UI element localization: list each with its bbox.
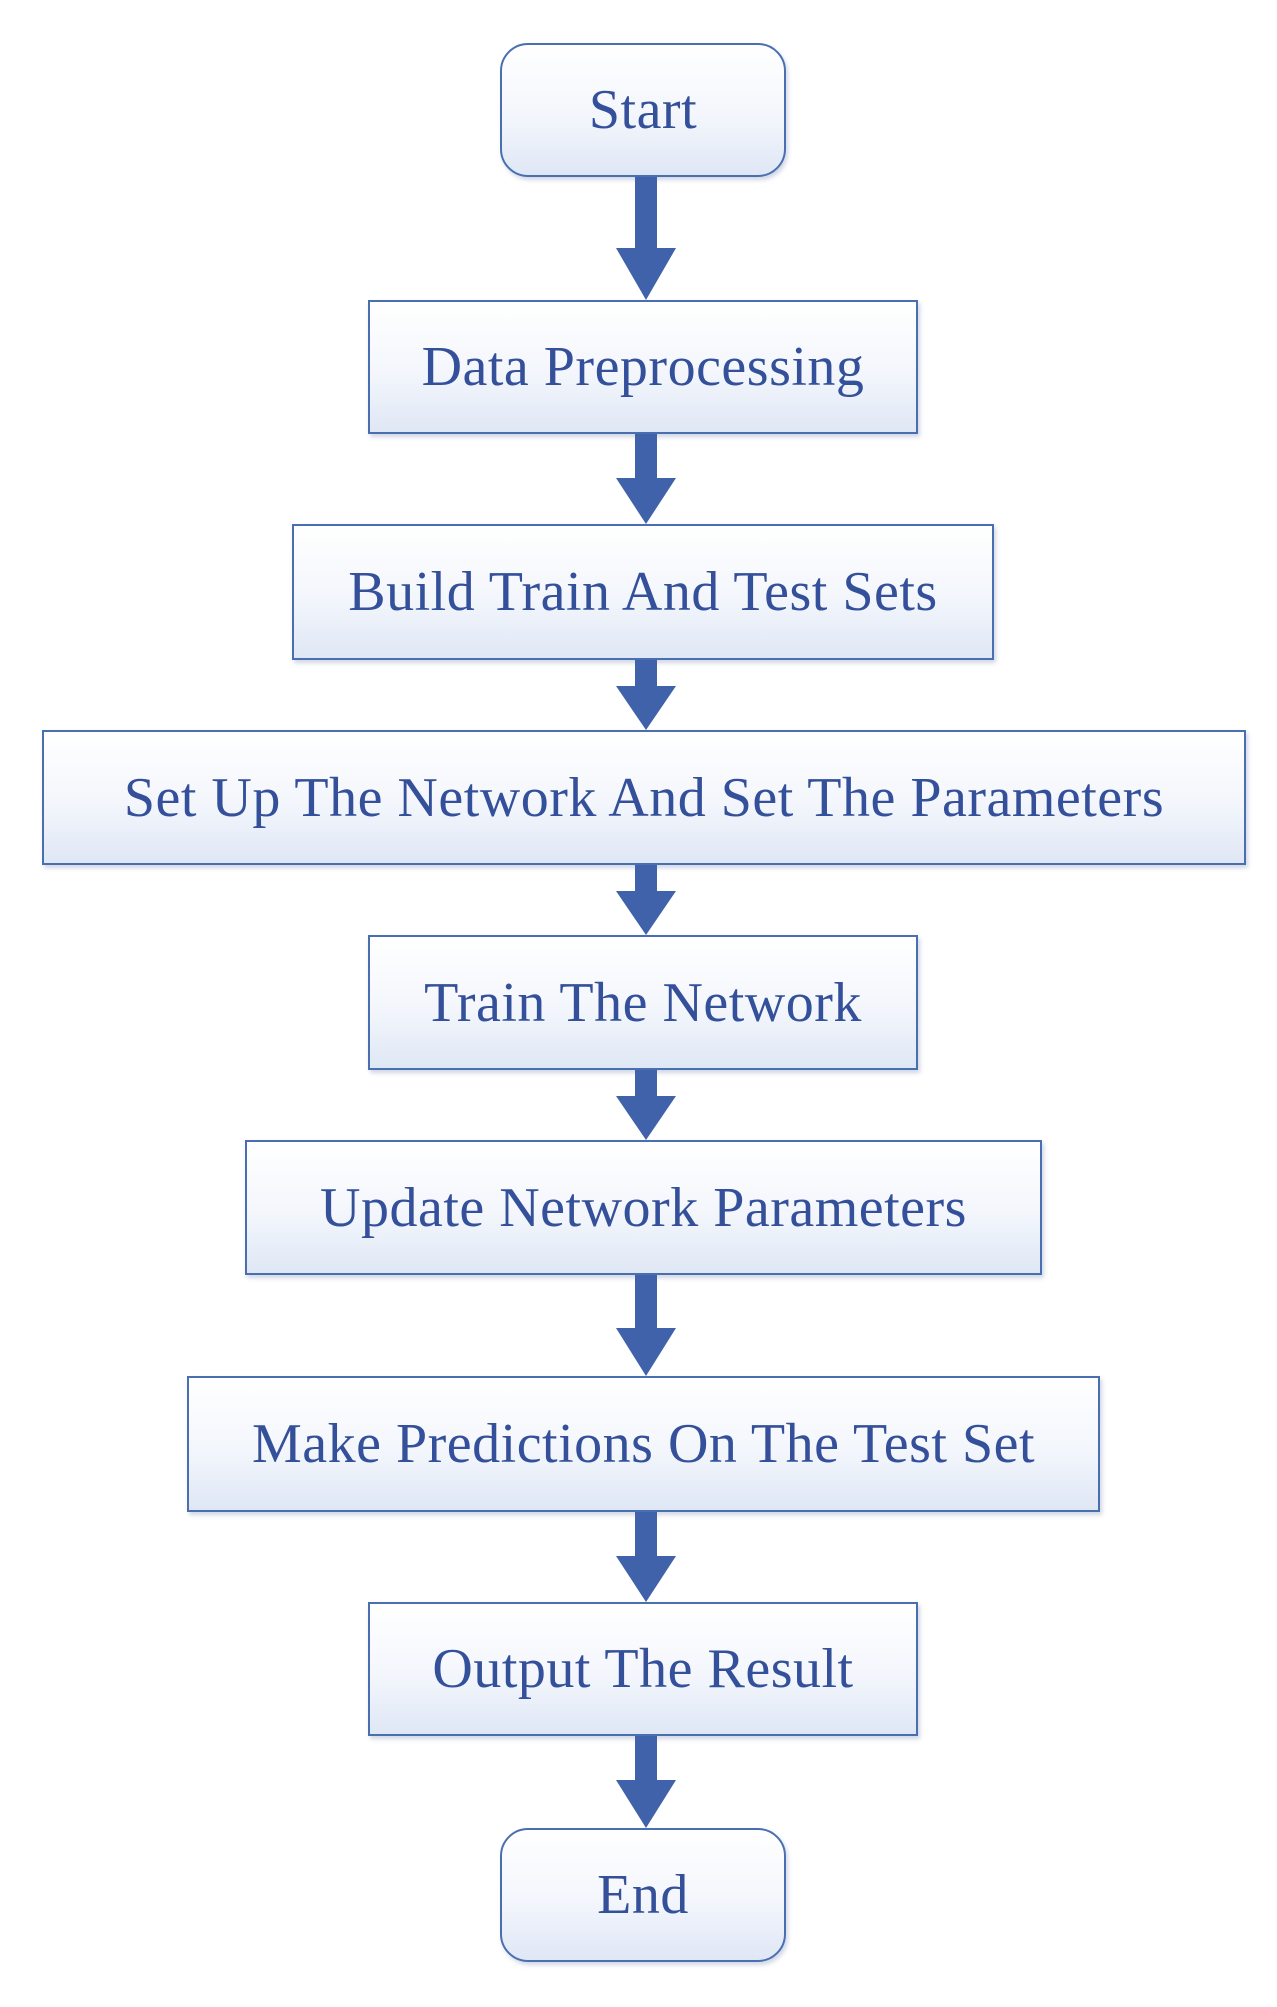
step-set-up-network: Set Up The Network And Set The Parameter… [42, 730, 1246, 865]
flow-arrow [616, 1275, 676, 1376]
flow-arrow [616, 865, 676, 935]
step-label: Make Predictions On The Test Set [251, 1413, 1036, 1475]
flow-arrow [616, 434, 676, 524]
step-build-train-test-sets: Build Train And Test Sets [292, 524, 994, 660]
step-label: Update Network Parameters [320, 1176, 967, 1239]
step-label: Set Up The Network And Set The Parameter… [123, 766, 1165, 829]
step-update-network-parameters: Update Network Parameters [245, 1140, 1042, 1275]
step-data-preprocessing: Data Preprocessing [368, 300, 918, 434]
flow-arrow [616, 1736, 676, 1828]
step-train-network: Train The Network [368, 935, 918, 1070]
step-label: Output The Result [432, 1638, 854, 1700]
flow-arrow [616, 660, 676, 730]
end-label: End [597, 1864, 689, 1926]
end-node: End [500, 1828, 786, 1962]
start-label: Start [588, 79, 698, 141]
step-label: Data Preprocessing [421, 336, 865, 398]
step-label: Train The Network [424, 971, 862, 1034]
flow-arrow [616, 177, 676, 300]
step-label: Build Train And Test Sets [348, 561, 938, 623]
step-make-predictions: Make Predictions On The Test Set [187, 1376, 1100, 1512]
flow-arrow [616, 1512, 676, 1602]
start-node: Start [500, 43, 786, 177]
step-output-result: Output The Result [368, 1602, 918, 1736]
flow-arrow [616, 1070, 676, 1140]
